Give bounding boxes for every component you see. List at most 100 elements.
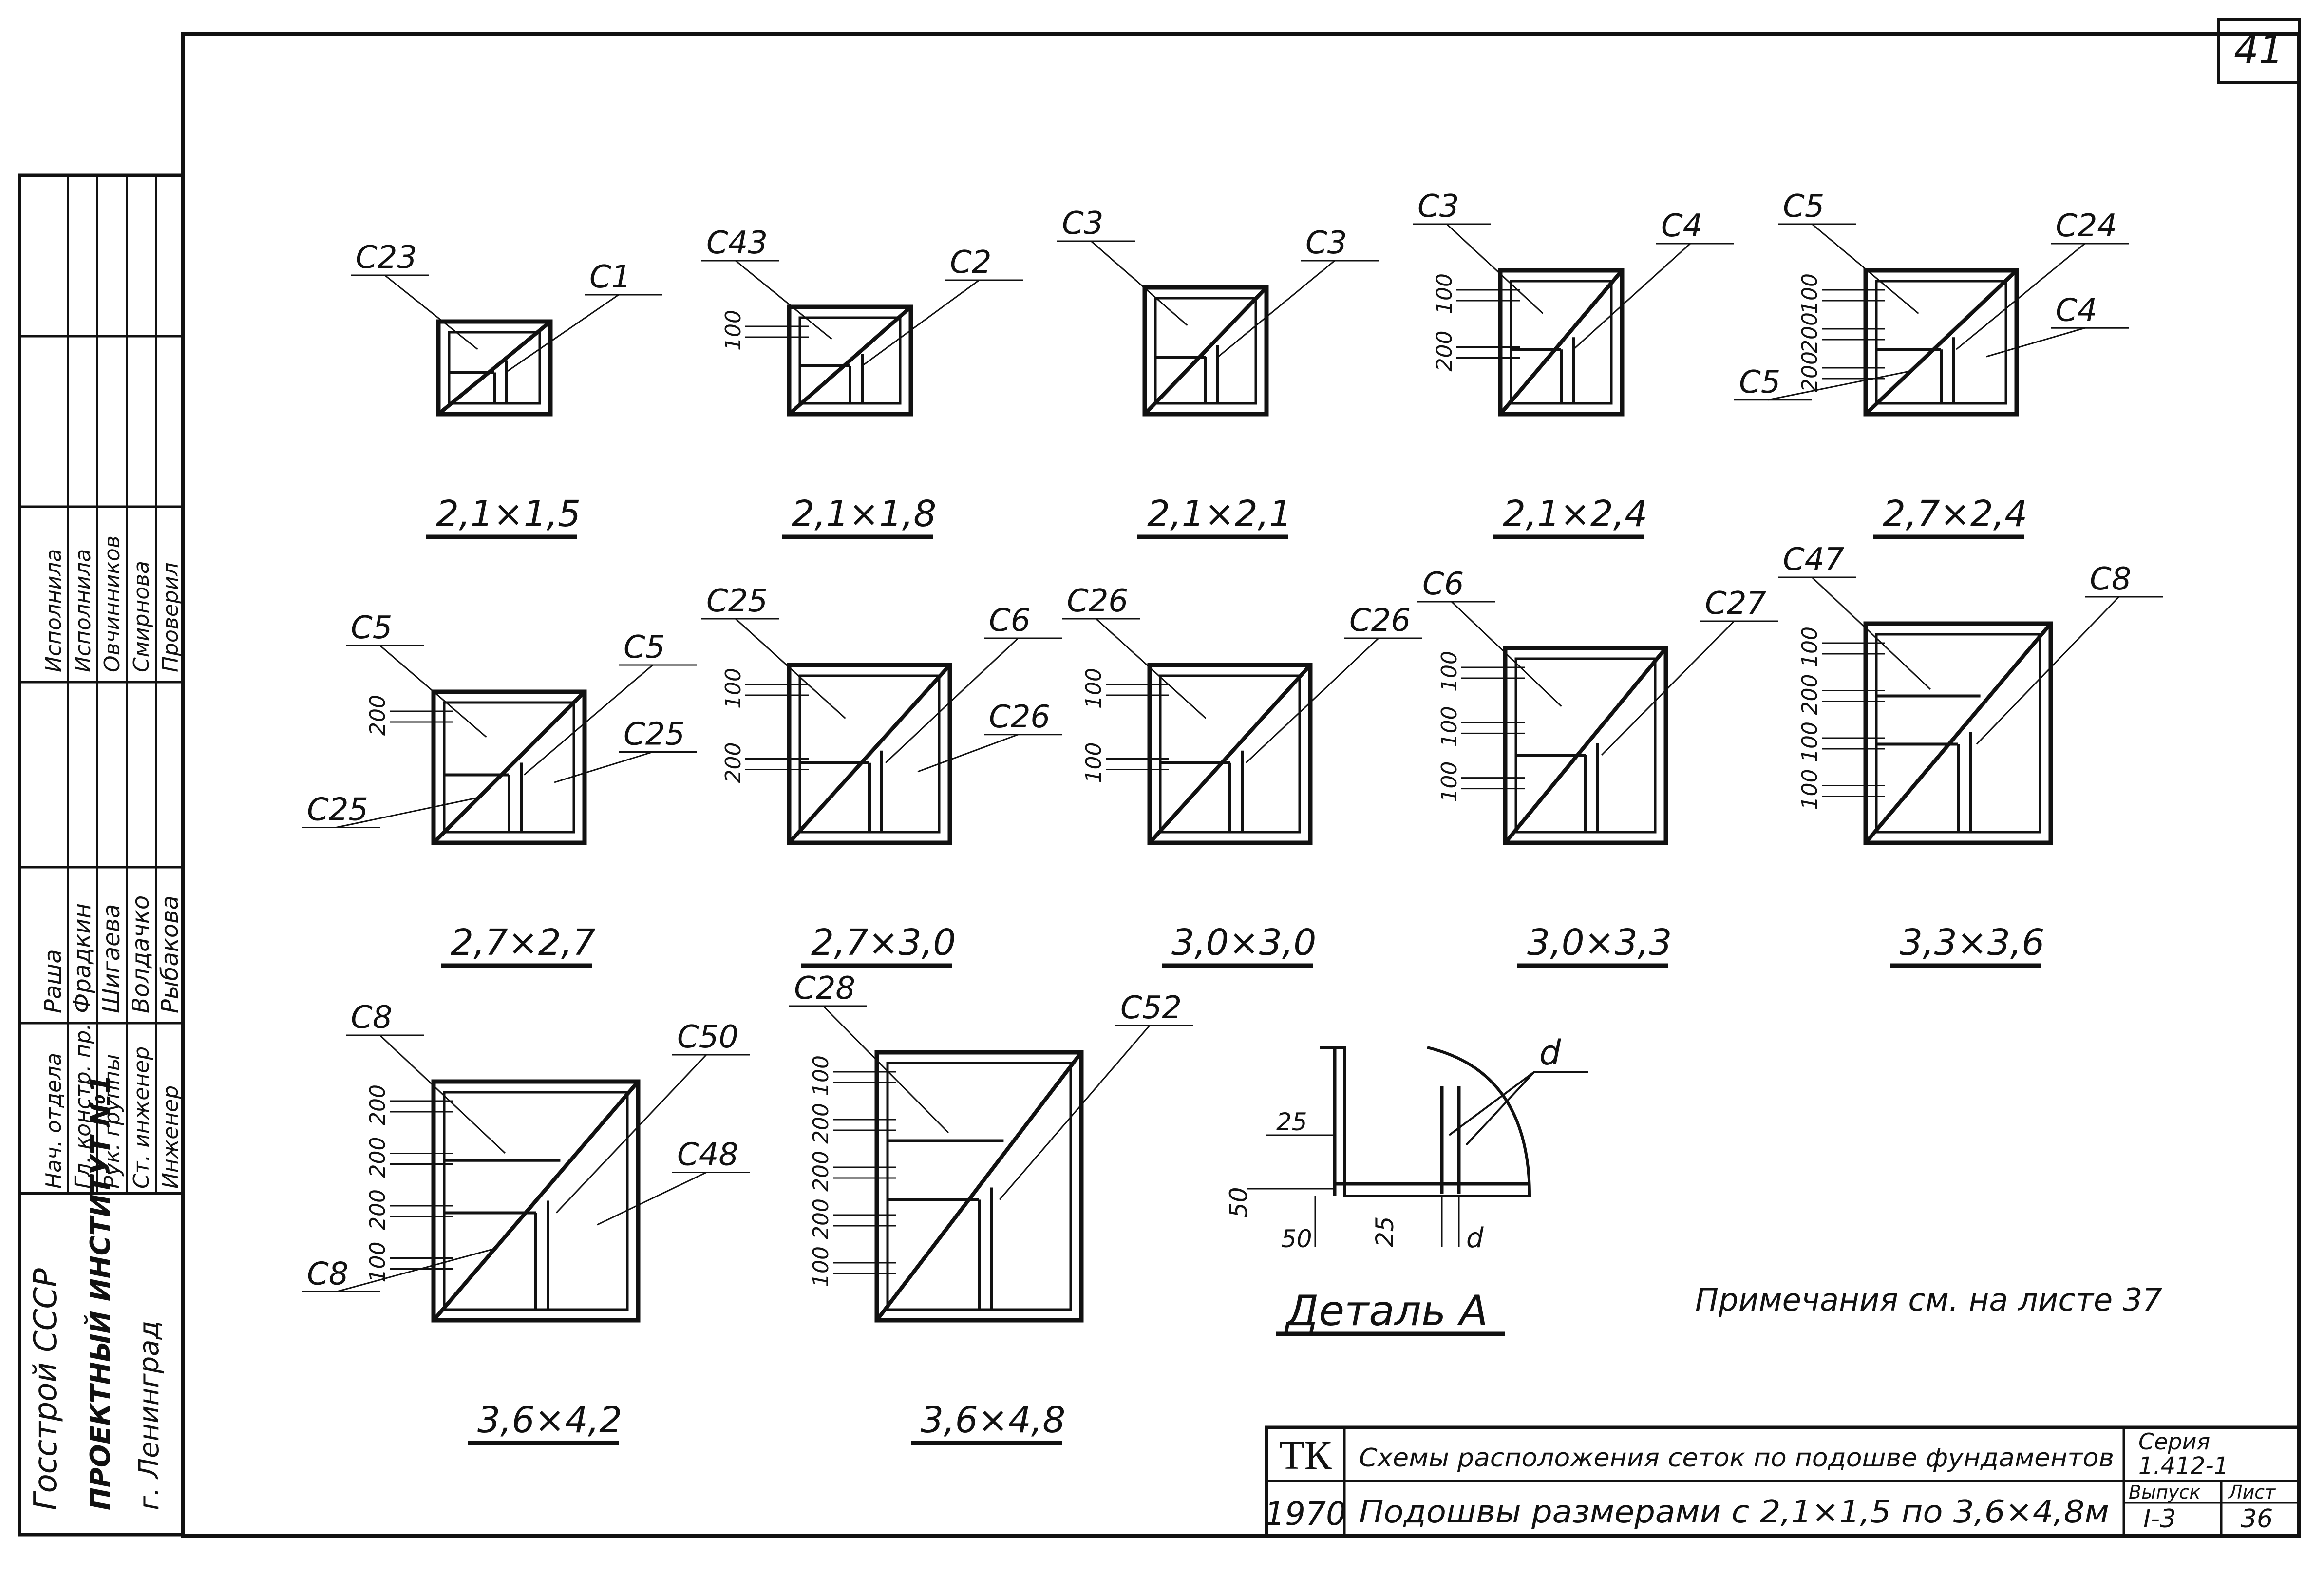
leader-line	[1986, 327, 2085, 358]
scheme-diagonal	[1143, 286, 1268, 416]
scheme-caption: 2,7×3,0	[811, 922, 956, 964]
scheme-outline	[431, 1079, 641, 1323]
stamp-extra-1: Исполнила	[71, 549, 95, 672]
leader-line	[505, 294, 619, 373]
stamp-org-line-2: ПРОЕКТНЫЙ ИНСТИТУТ №1	[84, 1075, 116, 1510]
detail-label-d: d	[1539, 1033, 1561, 1073]
scheme-label: С26	[989, 699, 1050, 735]
leader-line	[555, 1054, 707, 1214]
detail-dim-3: 50	[1281, 1225, 1312, 1253]
scheme-label: С8	[351, 1000, 392, 1036]
leader-line	[1812, 223, 1919, 314]
scheme-label: С5	[1783, 189, 1824, 225]
leader-line	[1976, 596, 2120, 745]
leader-line	[822, 1005, 949, 1134]
scheme-label: С43	[706, 225, 768, 261]
title-line-2: Подошвы размерами с 2,1×1,5 по 3,6×4,8м	[1359, 1494, 2109, 1530]
scheme-caption: 2,1×1,8	[792, 493, 936, 535]
dim-value: 200	[809, 1103, 833, 1144]
leader-line	[336, 1248, 495, 1292]
dim-value: 200	[721, 742, 746, 783]
dim-value: 100	[1797, 722, 1822, 762]
scheme-outline	[787, 304, 913, 417]
scheme-outline	[1863, 268, 2019, 417]
detail-a: d 25 50 50 25 d Деталь А	[1225, 1033, 1588, 1336]
scheme-label: С24	[2056, 208, 2117, 244]
leader-line	[735, 260, 832, 340]
scheme-diagonal	[788, 305, 912, 416]
scheme-caption: 2,1×2,4	[1503, 493, 1647, 535]
scheme-label: С25	[706, 583, 768, 619]
title-mark: ТК	[1279, 1433, 1332, 1478]
leader-line	[735, 618, 846, 719]
dim-value: 100	[721, 310, 746, 351]
leader-line	[1245, 637, 1379, 763]
leader-line	[597, 1172, 707, 1226]
stamp-role-0: Нач. отдела	[41, 1053, 66, 1189]
scheme-caption: 3,0×3,0	[1171, 922, 1316, 964]
leader-line	[1091, 240, 1188, 326]
scheme-label: С23	[356, 240, 417, 276]
scheme-label: С26	[1067, 583, 1128, 619]
dim-value: 200	[1797, 674, 1822, 715]
scheme-caption: 3,6×4,2	[477, 1399, 622, 1441]
dim-value: 100	[1797, 273, 1822, 314]
stamp-org-line-3: г. Ленинград	[133, 1321, 165, 1510]
scheme-label: С47	[1783, 542, 1844, 578]
scheme-caption: 3,0×3,3	[1527, 922, 1672, 964]
scheme-label: С50	[677, 1019, 738, 1055]
scheme-label: С4	[1661, 208, 1702, 244]
scheme-label: С1	[589, 259, 631, 295]
sheet-value: 36	[2241, 1504, 2273, 1534]
scheme-diagonal	[432, 690, 586, 844]
scheme-label: С3	[1062, 206, 1103, 242]
sheet-number-box	[2217, 18, 2301, 84]
leader-line	[1811, 576, 1931, 690]
dim-value: 200	[365, 1189, 390, 1230]
dim-value: 100	[1437, 706, 1462, 747]
scheme-label: С4	[2056, 292, 2097, 328]
scheme-outline	[1498, 268, 1625, 417]
dim-value: 200	[809, 1151, 833, 1192]
leader-line	[999, 1025, 1151, 1200]
stamp-role-4: Инженер	[158, 1085, 183, 1189]
scheme-outline	[874, 1050, 1084, 1323]
dim-value: 200	[1432, 331, 1457, 372]
scheme-label: С25	[307, 792, 368, 828]
dim-value: 200	[365, 1137, 390, 1178]
dim-value: 100	[1081, 668, 1106, 709]
title-block: ТК 1970 Схемы расположения сеток по подо…	[1265, 1425, 2301, 1538]
scheme-diagonal	[1498, 269, 1624, 416]
leader-line	[862, 279, 980, 367]
leader-line	[1768, 370, 1911, 401]
leader-line	[336, 797, 479, 828]
stamp-extra-0: Исполнила	[41, 549, 66, 672]
title-year: 1970	[1265, 1495, 1346, 1533]
scheme-caption: 2,1×1,5	[436, 493, 581, 535]
scheme-diagonal	[1864, 622, 2053, 844]
stamp-org-line-1: Госстрой СССР	[28, 1268, 64, 1510]
dim-value: 100	[809, 1055, 833, 1096]
stamp-extra-4: Проверил	[158, 562, 183, 672]
series-value: 1.412-1	[2138, 1452, 2229, 1480]
scheme-label: С5	[624, 629, 665, 665]
leader-line	[1572, 243, 1691, 350]
scheme-caption: 2,7×2,7	[451, 922, 595, 964]
scheme-outline	[1147, 663, 1313, 845]
leader-line	[885, 637, 1019, 763]
sheet-label: Лист	[2228, 1482, 2276, 1503]
scheme-label: С27	[1705, 586, 1766, 622]
dim-value: 100	[365, 1242, 390, 1283]
scheme-outline	[787, 663, 952, 845]
stamp-name-0: Раша	[39, 949, 67, 1013]
scheme-outline	[431, 689, 587, 845]
scheme-label: С26	[1349, 603, 1411, 639]
